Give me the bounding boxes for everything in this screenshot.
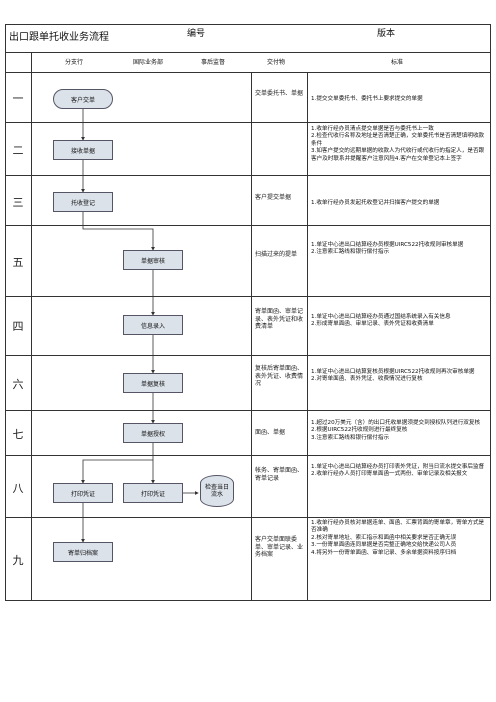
step-mail-archive: 寄单归档案	[53, 542, 113, 562]
deliverable-1: 交单委托书、单据	[255, 90, 304, 97]
page-title: 出口跟单托收业务流程	[9, 32, 109, 43]
stage-7: 七	[12, 428, 24, 441]
step-doc-recheck: 单据复核	[123, 373, 183, 393]
standard-2: 1.收单行经办员清点提交单据是否与委托书上一致 2.检查代收行名称及地址是否清楚…	[311, 126, 485, 162]
step-print-voucher-branch: 打印凭证	[53, 483, 113, 503]
version-label: 版本	[377, 29, 396, 39]
deliverable-8: 帐务、寄单面函、寄单记录	[255, 467, 304, 482]
flow-connectors	[81, 109, 199, 543]
deliverable-7: 面函、单据	[255, 429, 286, 436]
col-deliverables: 交付物	[267, 59, 286, 66]
standard-7: 1.超过20万美元（含）的出口托收单据须提交到授权队列进行双复核 2.根据UIR…	[311, 420, 481, 441]
stage-6: 六	[12, 378, 24, 391]
standard-3: 1.收单行经办员发起托收登记并扫描客户提交的单据	[311, 200, 440, 206]
deliverable-3: 客户提交单据	[255, 194, 292, 201]
stage-8: 八	[12, 482, 24, 495]
step-collection-register: 托收登记	[53, 192, 113, 212]
standard-6: 1.单证中心进出口结算复核员根据UIRC522托收规则再次审核单据 2.对寄单面…	[311, 369, 475, 383]
standard-1: 1.提交交单委托书、委托书上要求提交的单据	[311, 96, 423, 102]
col-standard: 标准	[391, 59, 404, 66]
stage-4: 四	[12, 320, 24, 333]
stage-3: 三	[12, 196, 24, 209]
standard-5: 1.单证中心进出口结算经办员根据UIRC522托收规则审核单据 2.注意索汇路线…	[311, 242, 464, 256]
standard-4: 1.单证中心进出口结算经办员通过国结系统录入有关信息 2.形成寄单面函、审单记录…	[311, 314, 451, 328]
stage-2: 二	[12, 144, 24, 157]
deliverable-9: 客户交单面联委单、审单记录、业务档案	[255, 536, 304, 558]
stage-9: 九	[12, 554, 24, 567]
col-post-supervision: 事后监督	[201, 59, 226, 66]
flowchart-sheet: 出口跟单托收业务流程 编号 版本 分支行 国际业务部 事后监督 交付物 标准 一…	[5, 24, 491, 601]
step-doc-review: 单据审核	[123, 250, 183, 270]
standard-8: 1.单证中心进出口结算经办员打印表外凭证，附当日流水提交事后监督 2.收单行经办…	[311, 464, 485, 478]
deliverable-5: 扫描过来的提单	[255, 251, 298, 258]
deliverable-4: 寄单面函、审单记录、表外凭证和收费清单	[255, 308, 304, 330]
step-print-voucher-intl: 打印凭证	[123, 483, 183, 503]
step-info-entry: 信息录入	[123, 315, 183, 335]
col-branch: 分支行	[65, 59, 84, 66]
step-doc-authorize: 单据授权	[123, 423, 183, 443]
standard-9: 1.收单行经办员核对单据连单、面函、汇票背面的寄单章，寄单方式是否准确 2.核对…	[311, 520, 485, 556]
stage-1: 一	[12, 92, 24, 105]
step-customer-submit: 客户交单	[53, 89, 113, 109]
stage-5: 五	[12, 256, 24, 269]
deliverable-6: 复核后寄单面函、表外凭证、收费情况	[255, 365, 304, 387]
step-check-daily-flow: 检查当日流水	[200, 475, 234, 507]
step-receive-docs: 接收单据	[53, 140, 113, 160]
col-intl-dept: 国际业务部	[133, 59, 164, 66]
number-label: 编号	[187, 29, 206, 39]
